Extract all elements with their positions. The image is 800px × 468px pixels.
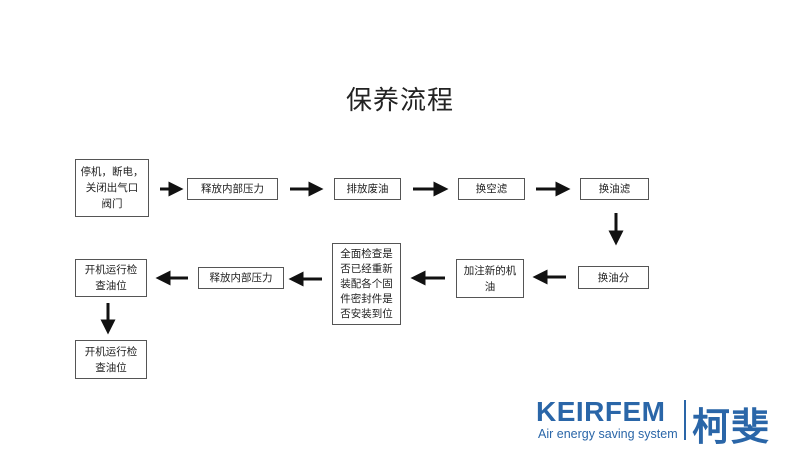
step-text-line: 油 — [484, 280, 496, 293]
brand-logo: KEIRFEM Air energy saving system 柯斐 — [536, 396, 786, 449]
logo-brand-name: KEIRFEM — [536, 396, 666, 427]
logo-tagline: Air energy saving system — [538, 427, 678, 441]
step-text-line: 加注新的机 — [463, 264, 517, 277]
step-release-pressure: 释放内部压力 — [187, 178, 278, 200]
step-replace-oil-filter: 换油滤 — [580, 178, 649, 200]
step-text-line: 否安装到位 — [340, 307, 393, 320]
page-title: 保养流程 — [345, 86, 454, 116]
step-text-line: 开机运行检 — [84, 345, 138, 358]
step-replace-air-filter: 换空滤 — [458, 178, 525, 200]
step-release-pressure-2: 释放内部压力 — [198, 267, 284, 289]
step-text-line: 停机，断电， — [80, 166, 144, 178]
step-text-line: 关闭出气口 — [85, 182, 139, 194]
step-text-line: 全面检查是 — [340, 247, 393, 260]
step-text-line: 查油位 — [95, 280, 127, 292]
step-text-line: 开机运行检 — [84, 264, 138, 276]
logo-chinese-name: 柯斐 — [692, 405, 771, 449]
step-drain-oil: 排放废油 — [334, 178, 401, 200]
step-replace-oil-separator: 换油分 — [578, 266, 649, 289]
step-text-line: 否已经重新 — [340, 262, 393, 275]
step-stop-machine: 停机，断电， 关闭出气口 阀门 — [75, 159, 149, 217]
step-start-check-oil-2: 开机运行检 查油位 — [75, 340, 147, 379]
step-add-new-oil: 加注新的机 油 — [456, 259, 524, 298]
step-text-line: 查油位 — [95, 361, 127, 374]
step-text-line: 阀门 — [101, 198, 123, 210]
step-text-line: 装配各个固 — [340, 277, 393, 290]
logo-divider — [684, 400, 686, 440]
step-full-inspection: 全面检查是 否已经重新 装配各个固 件密封件是 否安装到位 — [332, 243, 401, 325]
step-start-check-oil: 开机运行检 查油位 — [75, 259, 147, 297]
step-text-line: 件密封件是 — [340, 292, 393, 305]
